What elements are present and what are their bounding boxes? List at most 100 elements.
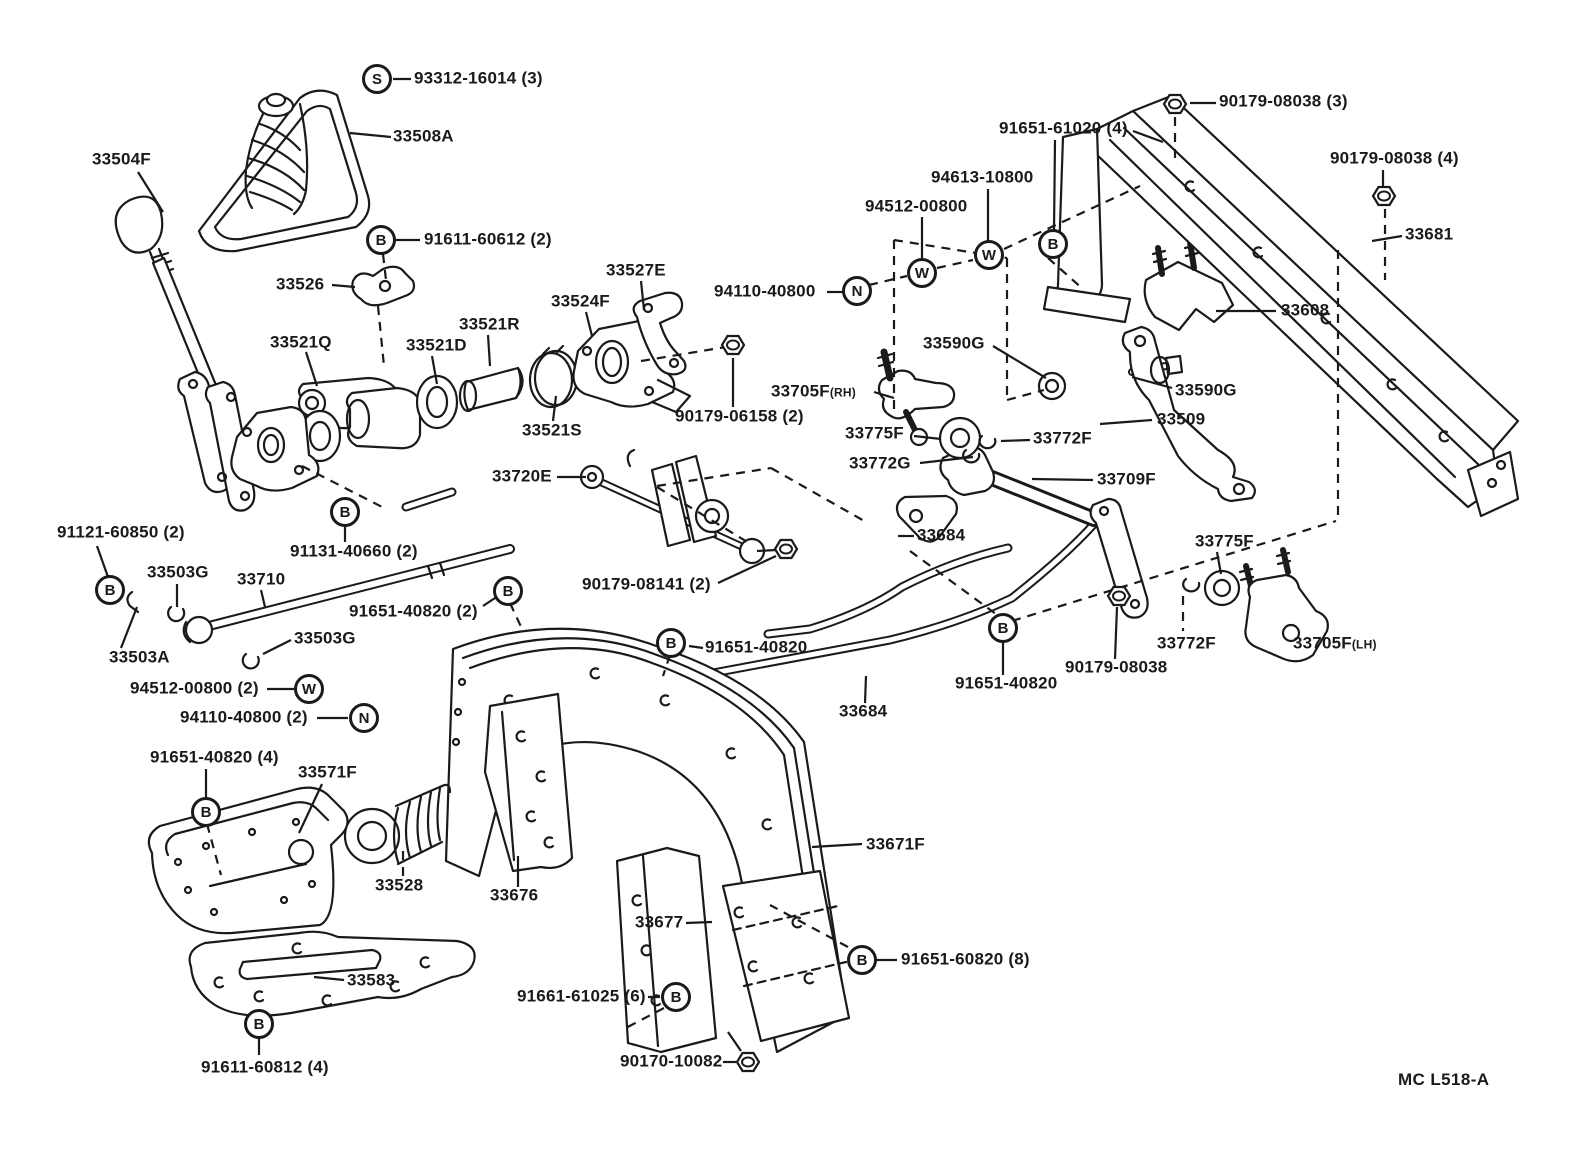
- part-label: 33521Q: [270, 332, 332, 352]
- fastener-badge-b: B: [493, 576, 523, 606]
- part-label: 33503G: [147, 562, 209, 582]
- part-label: 33677: [635, 912, 684, 932]
- leader-line: [137, 171, 164, 213]
- leader-line: [811, 842, 863, 849]
- leader-line: [1113, 606, 1119, 660]
- part-label: 33772F: [1033, 428, 1092, 448]
- part-label: 33705F(RH): [771, 381, 856, 401]
- part-label: 33684: [839, 701, 888, 721]
- leader-line: [756, 548, 777, 553]
- fastener-badge-n: N: [842, 276, 872, 306]
- leader-line: [1052, 139, 1057, 232]
- construction-line: [1006, 388, 1045, 402]
- leader-line: [717, 555, 777, 584]
- part-label: 33583: [347, 970, 396, 990]
- leader-line: [727, 1031, 742, 1052]
- rod-end-assembly-art: [579, 448, 766, 565]
- part-label: 91651-40820 (2): [349, 601, 478, 621]
- leader-line: [331, 283, 356, 289]
- part-label: 94110-40800 (2): [180, 707, 308, 727]
- document-code: MC L518-A: [1398, 1070, 1490, 1089]
- leader-line: [1132, 129, 1164, 144]
- part-label: 33705F(LH): [1293, 633, 1377, 653]
- leader-line: [1371, 234, 1403, 243]
- part-label: 91651-61020 (4): [999, 118, 1128, 138]
- leader-line: [1031, 477, 1094, 482]
- fastener-badge-b: B: [661, 982, 691, 1012]
- leader-line: [262, 639, 292, 655]
- fastener-badge-b: B: [95, 575, 125, 605]
- pin-art: [401, 487, 457, 512]
- part-label: 90179-08038 (3): [1219, 91, 1348, 111]
- construction-line: [1047, 257, 1085, 291]
- part-label: 94512-00800 (2): [130, 678, 259, 698]
- part-label: 90179-06158 (2): [675, 406, 804, 426]
- construction-line: [640, 345, 727, 363]
- part-label: 33503G: [294, 628, 356, 648]
- construction-line: [1011, 519, 1337, 623]
- leader-line: [95, 545, 110, 578]
- construction-line: [1003, 185, 1141, 250]
- part-label: 91651-40820: [705, 637, 808, 657]
- part-label: 33504F: [92, 149, 151, 169]
- part-label: 91121-60850 (2): [57, 522, 185, 542]
- leader-line: [992, 345, 1047, 379]
- fastener-badge-n: N: [349, 703, 379, 733]
- fastener-badge-b: B: [244, 1009, 274, 1039]
- fastener-badge-w: W: [294, 674, 324, 704]
- bent-rods-art: [617, 519, 1099, 695]
- lever-bush-set-art: [297, 344, 579, 463]
- nut-glyph: [735, 1051, 761, 1073]
- part-label: 91651-40820 (4): [150, 747, 279, 767]
- bracket-33676-art: [483, 692, 574, 873]
- hook-lever-art: [632, 291, 687, 376]
- construction-line: [936, 258, 974, 270]
- part-label: 33671F: [866, 834, 925, 854]
- part-label: 33676: [490, 885, 539, 905]
- part-label: 93312-16014 (3): [414, 68, 543, 88]
- fastener-badge-b: B: [847, 945, 877, 975]
- part-label: 33503A: [109, 647, 170, 667]
- construction-line: [621, 1007, 665, 1031]
- fastener-badge-b: B: [191, 797, 221, 827]
- leader-line: [482, 597, 496, 607]
- leader-line: [551, 395, 558, 422]
- construction-line: [656, 486, 750, 544]
- leader-line: [919, 455, 974, 465]
- part-label: 33508A: [393, 126, 454, 146]
- part-label: 33775F: [1195, 531, 1254, 551]
- part-label: 33526: [276, 274, 325, 294]
- part-label: 91131-40660 (2): [290, 541, 418, 561]
- part-label: 33509: [1157, 409, 1206, 429]
- nut-glyph: [1106, 585, 1132, 607]
- leader-line: [119, 606, 139, 649]
- fastener-badge-b: B: [656, 628, 686, 658]
- part-label: 94110-40800: [714, 281, 816, 301]
- leader-line: [1000, 438, 1031, 443]
- leader-line: [639, 280, 646, 311]
- construction-line: [868, 274, 908, 287]
- flange-left-art: [230, 405, 320, 492]
- nut-glyph: [1371, 185, 1397, 207]
- construction-line: [893, 238, 1008, 260]
- leader-line: [863, 675, 868, 704]
- part-label: 33772G: [849, 453, 911, 473]
- leader-line: [873, 390, 895, 400]
- plate-33583-art: [188, 930, 476, 1017]
- rod-33710-art: [126, 544, 515, 670]
- construction-line: [205, 823, 223, 876]
- leader-line: [349, 131, 392, 139]
- leader-line: [298, 783, 323, 834]
- part-label: 33590G: [1175, 380, 1237, 400]
- plate-33677-art: [615, 846, 851, 1054]
- lh-side-art: [1089, 497, 1329, 663]
- fastener-badge-s: S: [362, 64, 392, 94]
- fastener-badge-w: W: [974, 240, 1004, 270]
- leader-line: [313, 975, 345, 982]
- part-label: 33571F: [298, 762, 357, 782]
- part-label: 33527E: [606, 260, 666, 280]
- fastener-badge-b: B: [330, 497, 360, 527]
- nut-glyph: [1162, 93, 1188, 115]
- shift-boot-art: [197, 89, 371, 253]
